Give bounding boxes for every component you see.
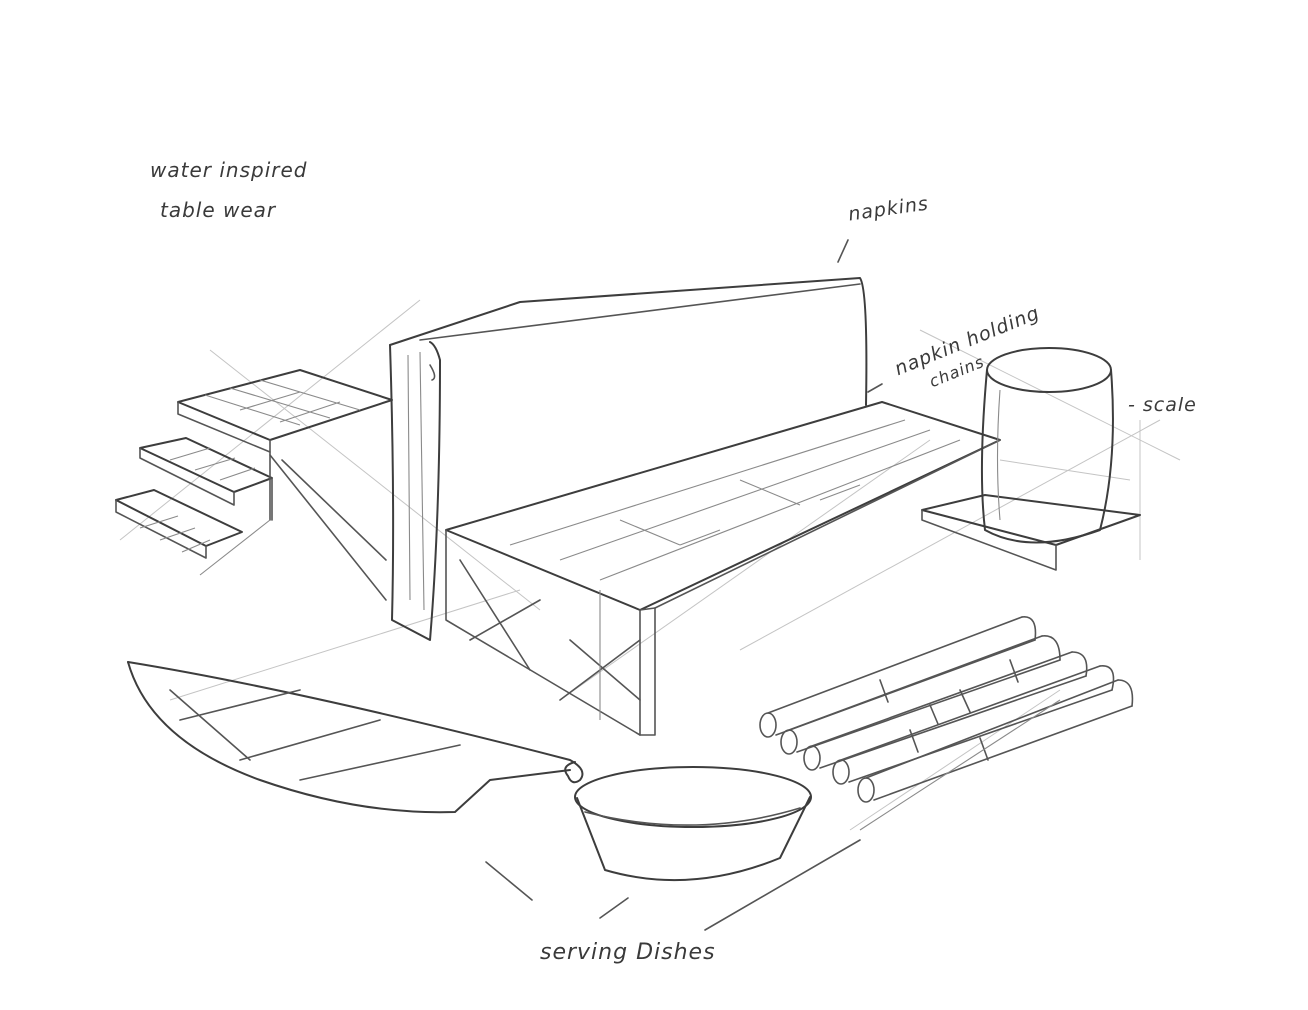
serving-dishes-label: serving Dishes — [540, 940, 716, 965]
round-bowl — [574, 766, 812, 882]
stepped-tray — [115, 369, 393, 601]
title-line-2: table wear — [160, 198, 277, 222]
leader-lines — [485, 239, 883, 931]
boat-platter — [127, 661, 584, 814]
napkin-block — [389, 277, 868, 641]
scale-label: - scale — [1128, 394, 1197, 416]
scale-glass — [921, 347, 1141, 571]
bamboo-sticks — [759, 616, 1134, 831]
napkin-holder-board — [445, 401, 1001, 736]
title-line-1: water inspired — [150, 158, 308, 182]
perspective-guides — [119, 299, 1181, 831]
